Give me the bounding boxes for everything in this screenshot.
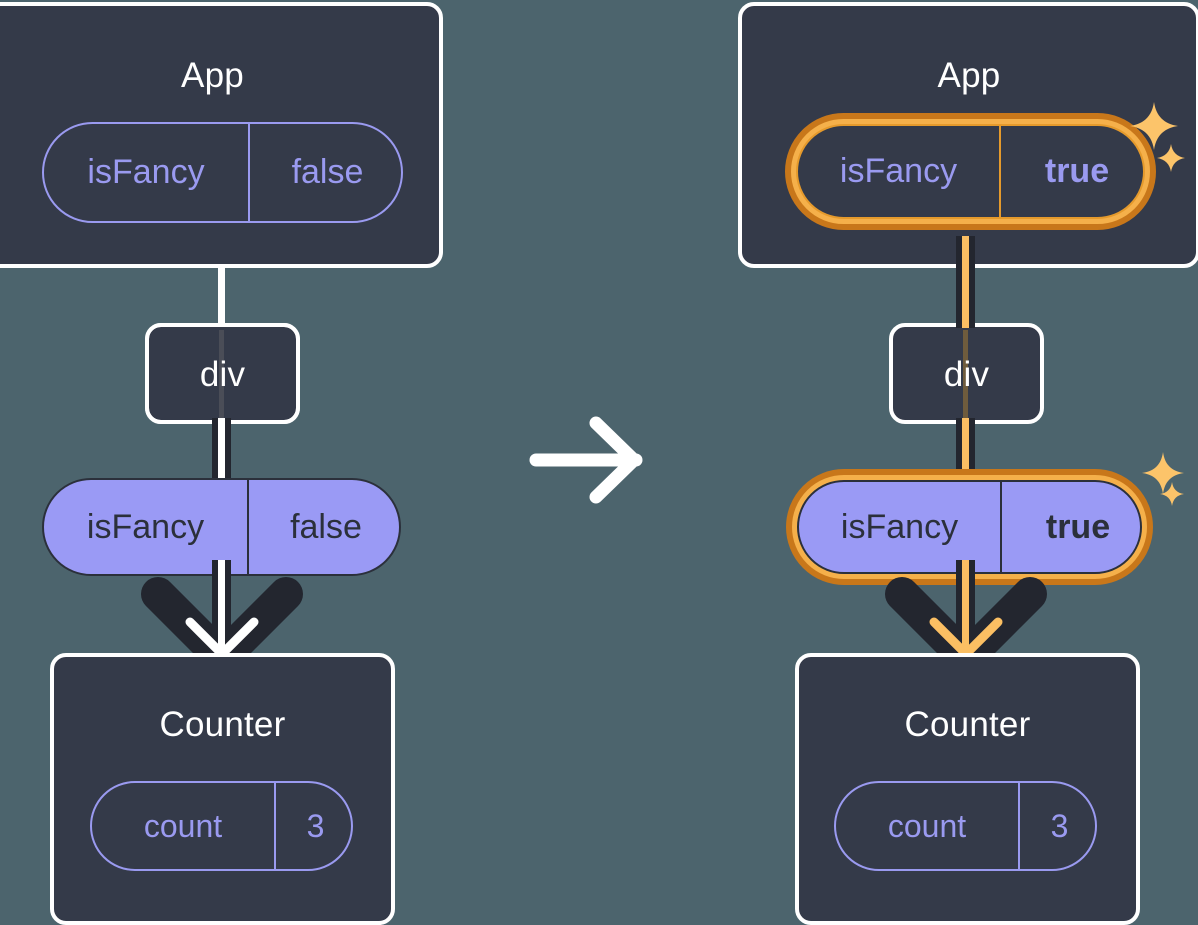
counter-panel-title-before: Counter	[159, 705, 286, 744]
sparkle-large-icon-app	[1130, 102, 1178, 150]
wire-app-to-div-highlight-right	[962, 236, 969, 328]
counter-state-pill-before: count 3	[90, 781, 353, 871]
counter-panel-title-after: Counter	[904, 705, 1031, 744]
app-state-value-after: true	[999, 126, 1153, 217]
prop-value-before: false	[247, 480, 403, 574]
wire-through-div-left	[219, 330, 224, 418]
app-panel-title-before: App	[181, 56, 244, 95]
counter-state-pill-after: count 3	[834, 781, 1097, 871]
app-panel-title-after: App	[937, 56, 1001, 95]
wire-prop-to-counter-highlight-right	[962, 560, 969, 658]
sparkle-small-icon-app	[1157, 144, 1185, 172]
counter-state-value-before: 3	[274, 783, 355, 869]
app-state-value-before: false	[248, 124, 405, 221]
wire-app-to-div-left	[218, 262, 225, 326]
wire-through-div-right	[963, 330, 968, 418]
div-panel-title-after: div	[943, 355, 990, 394]
div-panel-title-before: div	[199, 355, 246, 394]
counter-state-value-after: 3	[1018, 783, 1099, 869]
sparkle-large-icon-prop	[1142, 452, 1184, 494]
app-state-key-before: isFancy	[87, 153, 205, 191]
counter-state-key-after: count	[887, 807, 967, 844]
prop-key-before: isFancy	[86, 507, 205, 546]
wire-div-to-prop-highlight-left	[218, 418, 225, 484]
prop-value-after: true	[1000, 482, 1154, 572]
counter-state-key-before: count	[143, 807, 223, 844]
app-state-highlight-ring-after: isFancy true	[785, 113, 1156, 230]
prop-pill-before: isFancy false	[42, 478, 401, 576]
prop-key-after: isFancy	[840, 507, 959, 546]
sparkle-small-icon-prop	[1160, 482, 1184, 506]
app-state-key-after: isFancy	[839, 152, 958, 190]
prop-pill-after: isFancy true	[797, 480, 1142, 574]
wire-div-to-prop-highlight-right	[962, 418, 969, 484]
right-arrow-icon	[529, 416, 643, 504]
app-state-pill-before: isFancy false	[42, 122, 403, 223]
app-state-pill-after: isFancy true	[796, 124, 1145, 219]
wire-prop-to-counter-highlight-left	[218, 560, 225, 658]
